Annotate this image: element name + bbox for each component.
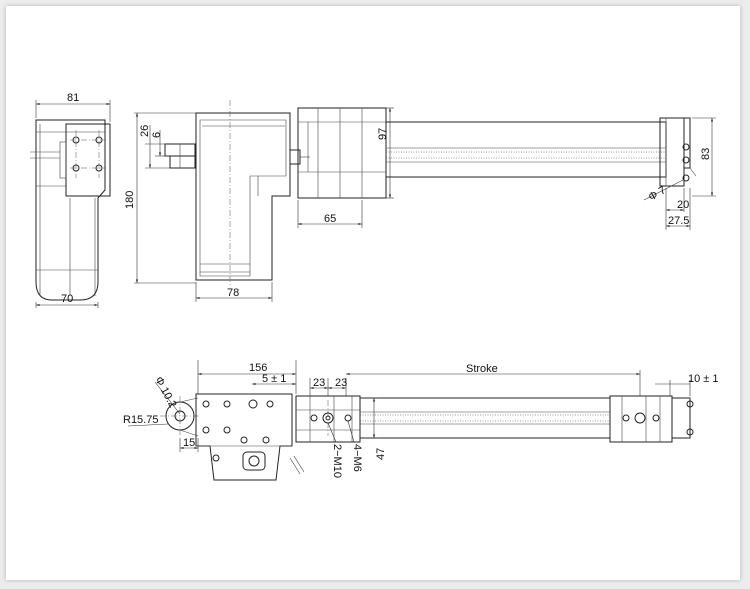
dim-15-label: 15 xyxy=(183,437,195,449)
holes-m6-label: 4−M6 xyxy=(351,444,363,472)
dim-5-tol-label: 5 ± 1 xyxy=(262,373,286,385)
radius-label: R15.75 xyxy=(123,414,158,426)
side-view xyxy=(127,360,694,481)
dim-70-label: 70 xyxy=(61,293,73,305)
dim-27-5-label: 27.5 xyxy=(668,215,689,227)
dim-156-label: 156 xyxy=(249,362,267,374)
dim-26-label: 26 xyxy=(139,125,151,137)
dim-20-label: 20 xyxy=(677,199,689,211)
dim-78-label: 78 xyxy=(227,287,239,299)
end-view xyxy=(30,100,111,308)
stroke-label: Stroke xyxy=(466,363,498,375)
dim-83-label: 83 xyxy=(700,148,712,160)
drawing-sheet: 81 70 xyxy=(6,6,740,580)
dim-23a-label: 23 xyxy=(313,377,325,389)
dim-dia-7-label: Φ 7 xyxy=(647,184,669,203)
dim-65-label: 65 xyxy=(324,213,336,225)
dim-6-label: 6 xyxy=(151,132,163,138)
dim-23b-label: 23 xyxy=(335,377,347,389)
dim-10-tol-label: 10 ± 1 xyxy=(688,373,719,385)
dim-97-label: 97 xyxy=(377,128,389,140)
dia-10-2-label: Φ 10.2 xyxy=(152,375,178,410)
holes-m10-label: 2−M10 xyxy=(331,444,343,478)
dim-180-label: 180 xyxy=(124,191,136,209)
technical-drawing: 81 70 xyxy=(30,92,719,481)
dim-47-label: 47 xyxy=(375,448,387,460)
dim-81-label: 81 xyxy=(67,92,79,104)
top-view xyxy=(134,100,716,302)
